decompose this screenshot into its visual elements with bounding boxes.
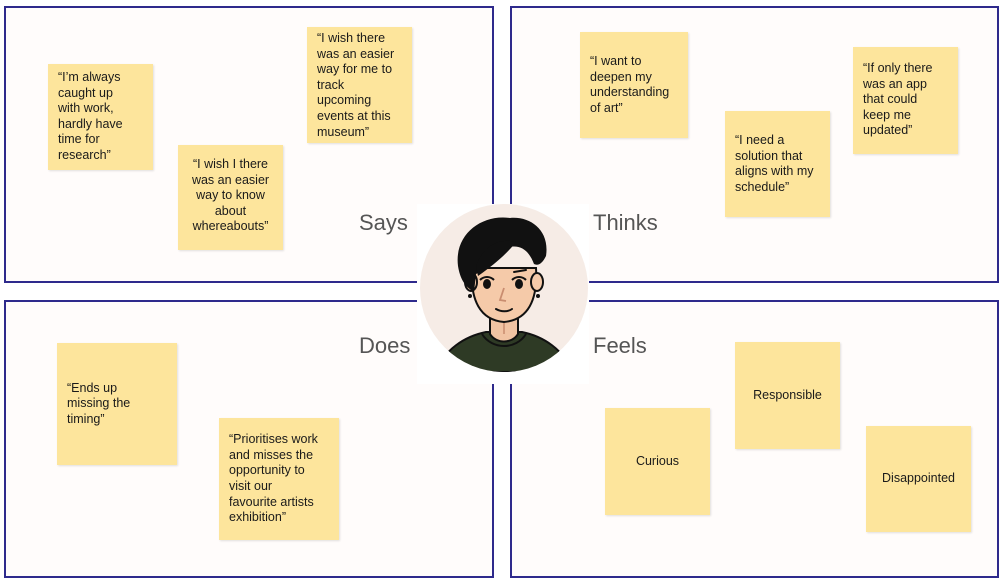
does-note-1-text: “Ends up missing the timing” <box>67 380 131 426</box>
thinks-note-1[interactable]: “I want to deepen my understanding of ar… <box>580 32 688 138</box>
says-note-1-text: “I’m always caught up with work, hardly … <box>58 70 123 162</box>
thinks-note-2-text: “I need a solution that aligns with my s… <box>735 133 814 194</box>
feels-label: Feels <box>593 333 647 358</box>
feels-note-responsible-text: Responsible <box>753 387 822 402</box>
thinks-note-1-text: “I want to deepen my understanding of ar… <box>590 54 670 115</box>
persona-avatar-icon <box>420 204 588 372</box>
thinks-label: Thinks <box>593 210 658 235</box>
does-label: Does <box>359 333 411 358</box>
thinks-note-3[interactable]: “If only there was an app that could kee… <box>853 47 958 154</box>
thinks-note-2[interactable]: “I need a solution that aligns with my s… <box>725 111 830 217</box>
thinks-note-3-text: “If only there was an app that could kee… <box>863 61 933 138</box>
says-note-2[interactable]: “I wish I there was an easier way to kno… <box>178 145 283 250</box>
feels-note-curious[interactable]: Curious <box>605 408 710 515</box>
feels-note-responsible[interactable]: Responsible <box>735 342 840 449</box>
does-note-2-text: “Prioritises work and misses the opportu… <box>229 432 318 525</box>
says-note-3[interactable]: “I wish there was an easier way for me t… <box>307 27 412 143</box>
does-note-1[interactable]: “Ends up missing the timing” <box>57 343 177 465</box>
feels-note-curious-text: Curious <box>635 453 680 468</box>
says-note-1[interactable]: “I’m always caught up with work, hardly … <box>48 64 153 170</box>
says-note-2-text: “I wish I there was an easier way to kno… <box>191 157 270 234</box>
does-note-2[interactable]: “Prioritises work and misses the opportu… <box>219 418 339 540</box>
feels-note-disappointed[interactable]: Disappointed <box>866 426 971 532</box>
feels-note-disappointed-text: Disappointed <box>882 471 955 486</box>
says-label: Says <box>359 210 408 235</box>
says-note-3-text: “I wish there was an easier way for me t… <box>317 31 395 139</box>
